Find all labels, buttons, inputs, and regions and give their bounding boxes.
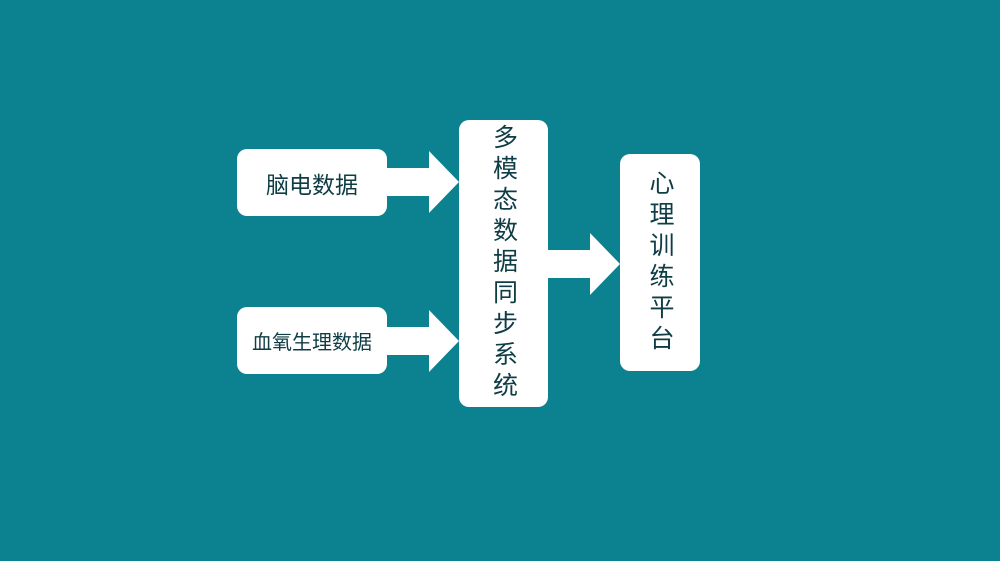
training-platform-label: 心理训练平台 [646,169,675,356]
training-platform-box: 心理训练平台 [620,154,700,371]
spo2-data-label: 血氧生理数据 [252,330,372,354]
sync-system-box: 多模态数据同步系统 [459,120,548,407]
arrow-sync-to-platform [546,233,620,295]
eeg-data-box: 脑电数据 [237,149,387,216]
spo2-data-box: 血氧生理数据 [237,307,387,374]
sync-system-label: 多模态数据同步系统 [489,124,519,403]
arrow-spo2-to-sync [385,310,459,372]
eeg-data-label: 脑电数据 [266,172,358,199]
arrow-eeg-to-sync [385,151,459,213]
